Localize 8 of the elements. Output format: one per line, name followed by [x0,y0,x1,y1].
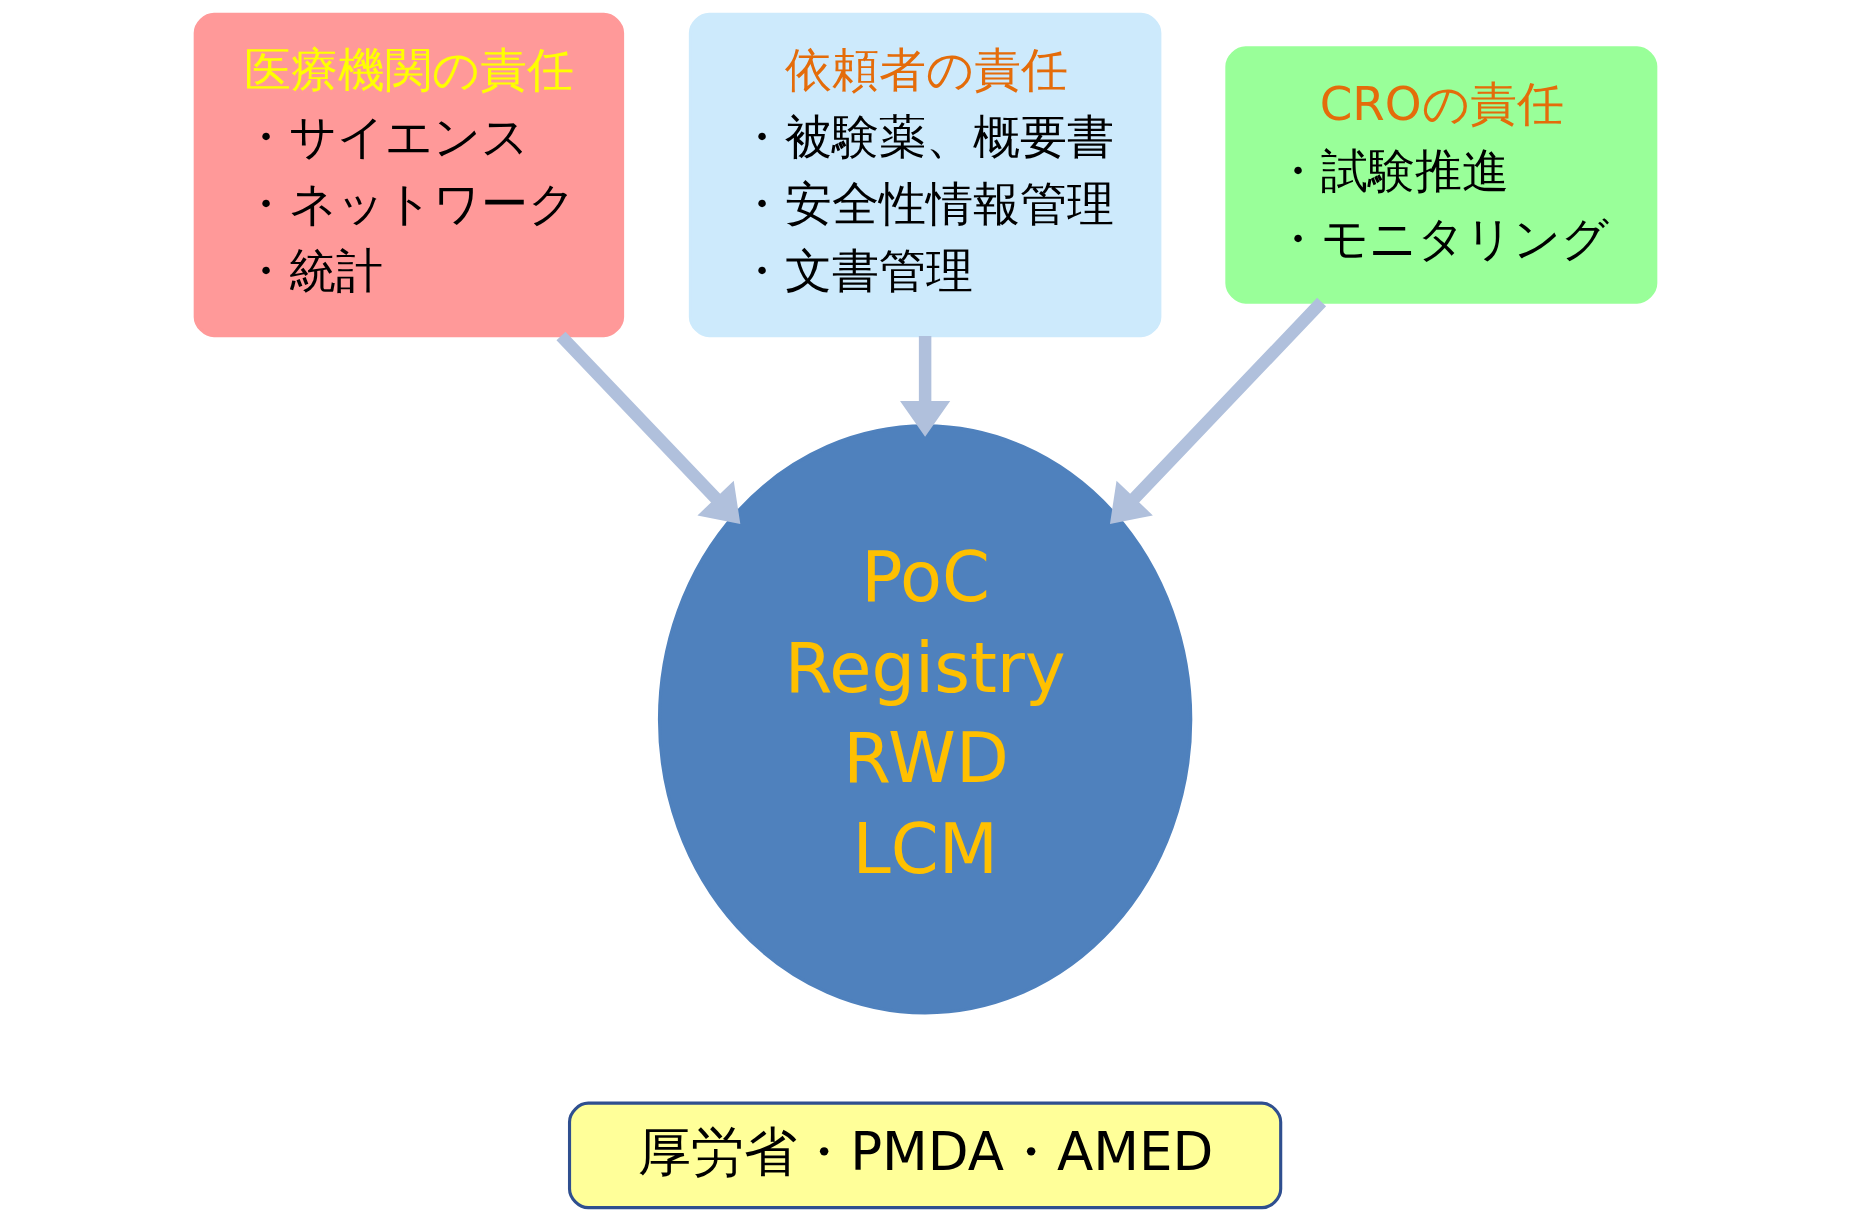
node-circle: PoC Registry RWD LCM [657,424,1193,1015]
node-box: 依頼者の責任 ・被験薬、概要書 ・安全性情報管理 ・文書管理 [688,12,1162,338]
node-box: 厚労省・PMDA・AMED [567,1101,1283,1210]
node-box: 医療機関の責任 ・サイエンス ・ネットワーク ・統計 [193,12,625,338]
arrow [1109,297,1327,524]
arrow [900,336,951,437]
arrow [556,331,741,525]
node-box: CROの責任 ・試験推進 ・モニタリング [1225,46,1658,304]
